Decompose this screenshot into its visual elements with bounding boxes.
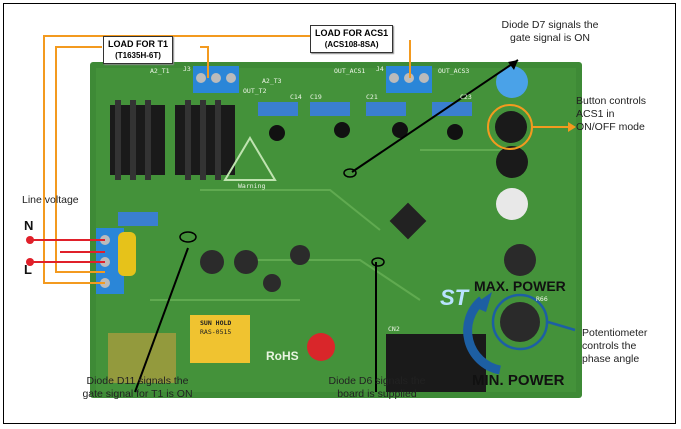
marking-c19: C19 xyxy=(310,93,322,101)
button-s1[interactable] xyxy=(496,66,528,98)
marking-c21: C21 xyxy=(366,93,378,101)
marking-sun-hold: SUN HOLD xyxy=(200,319,232,327)
marking-j4: J4 xyxy=(376,65,384,73)
line-voltage-wires xyxy=(30,239,105,263)
label-min-power: MIN. POWER xyxy=(472,372,565,389)
marking-a2-t1: A2_T1 xyxy=(150,67,170,75)
marking-cn2: CN2 xyxy=(388,325,400,333)
potentiometer-r66[interactable] xyxy=(500,302,540,342)
load-acs1-part: (ACS108-8SA) xyxy=(324,40,379,49)
label-diode-d11: Diode D11 signals the gate signal for T1… xyxy=(82,375,193,400)
marking-j3: J3 xyxy=(183,65,191,73)
label-diode-d6: Diode D6 signals the board is supplied xyxy=(328,375,426,400)
marking-r66: R66 xyxy=(536,295,548,303)
label-button: Button controls ACS1 in ON/OFF mode xyxy=(576,95,647,133)
marking-out-acs1: OUT_ACS1 xyxy=(334,67,366,75)
relay xyxy=(190,315,250,363)
load-t1-part: (T1635H-6T) xyxy=(115,51,161,60)
st-logo: ST xyxy=(440,285,470,310)
terminal-block-j3 xyxy=(193,66,239,93)
marking-a2-t3: A2_T3 xyxy=(262,77,282,85)
label-max-power: MAX. POWER xyxy=(474,278,566,294)
heatsink xyxy=(110,100,235,180)
marking-out-t2: OUT_T2 xyxy=(243,87,267,95)
label-potentiometer: Potentiometer controls the phase angle xyxy=(582,327,648,365)
button-s2[interactable] xyxy=(495,111,527,143)
pointer-arrows xyxy=(134,59,519,393)
label-l: L xyxy=(24,262,32,277)
rotation-arrow-icon xyxy=(463,296,502,375)
callout-lines xyxy=(43,35,568,284)
callout-load-t1: LOAD FOR T1 (T1635H-6T) xyxy=(103,36,173,64)
label-n: N xyxy=(24,218,34,233)
callout-load-acs1: LOAD FOR ACS1 (ACS108-8SA) xyxy=(310,25,394,53)
marking-c14: C14 xyxy=(290,93,302,101)
load-t1-title: LOAD FOR T1 xyxy=(108,39,168,49)
marking-warning: Warning xyxy=(238,182,266,190)
load-acs1-title: LOAD FOR ACS1 xyxy=(315,28,389,38)
marking-out-acs3: OUT_ACS3 xyxy=(438,67,470,75)
marking-ras-0515: RAS-0515 xyxy=(200,328,232,336)
label-diode-d7: Diode D7 signals the gate signal is ON xyxy=(501,19,599,44)
label-line-voltage: Line voltage xyxy=(22,194,79,206)
figure-frame xyxy=(3,3,676,424)
rohs-mark: RoHS xyxy=(266,349,299,363)
marking-c23: C23 xyxy=(460,93,472,101)
